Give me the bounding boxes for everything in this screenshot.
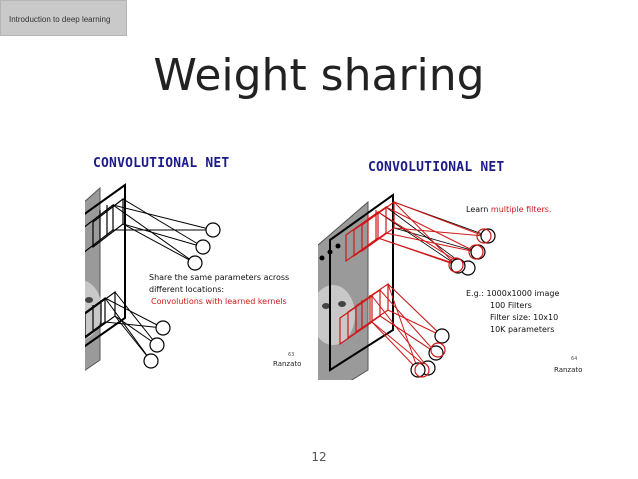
- neuron: [149, 337, 165, 353]
- left-figure: CONVOLUTIONAL NET Share the same paramet…: [85, 150, 302, 380]
- neuron: [143, 353, 159, 369]
- neuron: [205, 222, 221, 238]
- left-text-line2: different locations:: [149, 285, 225, 294]
- feature-map-plane: [329, 193, 394, 372]
- feature-map-plane: [85, 183, 126, 348]
- right-eg-line4: 10K parameters: [490, 325, 555, 334]
- section-tag: Introduction to deep learning: [0, 0, 127, 36]
- neuron: [187, 255, 203, 271]
- right-eg-line2: 100 Filters: [490, 301, 532, 310]
- learn-prefix: Learn: [466, 205, 491, 214]
- left-heading: CONVOLUTIONAL NET: [93, 156, 230, 171]
- left-text-line1: Share the same parameters across: [149, 273, 290, 282]
- right-eg-line1: E.g.: 1000x1000 image: [466, 289, 560, 298]
- right-figure: CONVOLUTIONAL NET Learn multiple filters…: [318, 150, 583, 380]
- right-network-diagram: [318, 193, 496, 380]
- right-page-number: 64: [571, 356, 578, 362]
- right-heading: CONVOLUTIONAL NET: [368, 160, 505, 175]
- slide-number: 12: [311, 450, 327, 464]
- left-network-diagram: [85, 183, 221, 371]
- neuron: [155, 320, 171, 336]
- learn-highlight: multiple filters.: [490, 205, 552, 214]
- right-eg-line3: Filter size: 10x10: [490, 313, 559, 322]
- neuron: [195, 239, 211, 255]
- left-text-line3: Convolutions with learned kernels: [151, 297, 287, 306]
- right-author: Ranzato: [554, 366, 583, 374]
- right-learn-text: Learn multiple filters.: [466, 204, 551, 215]
- left-author: Ranzato: [273, 360, 302, 368]
- left-page-number: 63: [288, 352, 295, 358]
- slide-title: Weight sharing: [153, 50, 485, 101]
